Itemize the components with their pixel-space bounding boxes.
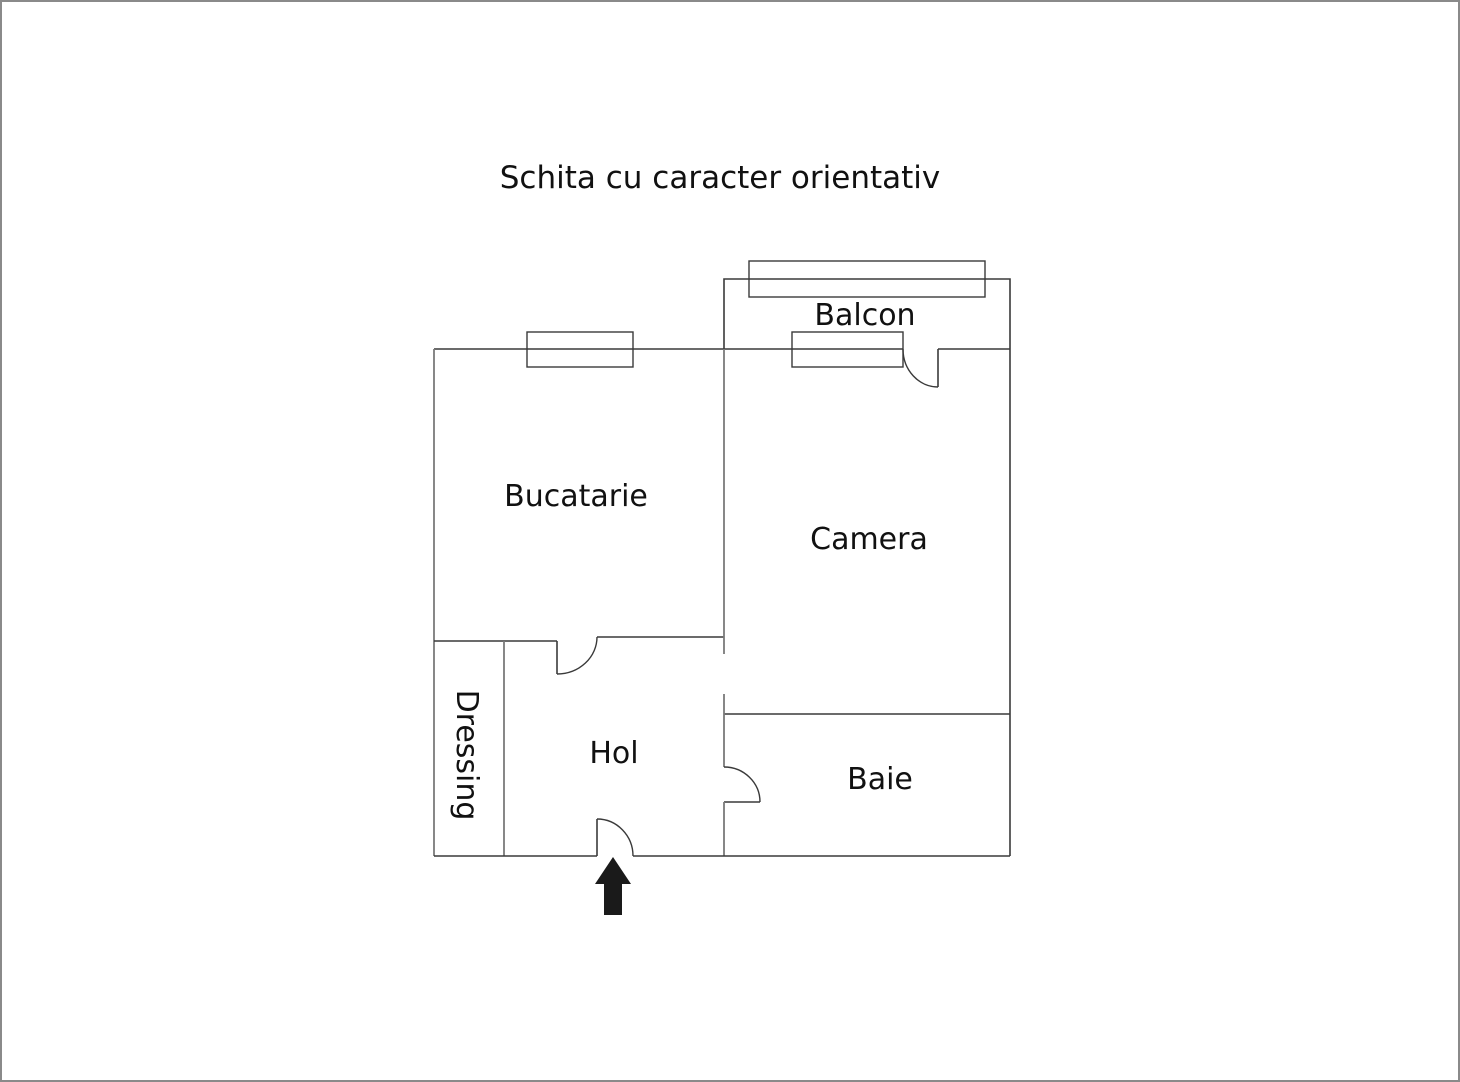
balcony-wall — [723, 278, 1011, 349]
room-label-baie: Baie — [847, 762, 913, 797]
entrance-door-swing — [596, 818, 634, 857]
room-label-dressing: Dressing — [449, 690, 484, 821]
bath-door-swing — [723, 766, 761, 803]
entrance-arrow-icon — [595, 857, 631, 915]
balcony-window — [748, 260, 986, 298]
room-bucatarie: Bucatarie — [433, 331, 724, 856]
room-label-hol: Hol — [589, 736, 638, 771]
room-label-bucatarie: Bucatarie — [504, 479, 648, 514]
balcony-door-swing — [902, 348, 939, 388]
room-baie: Baie — [847, 762, 913, 797]
room-label-camera: Camera — [810, 522, 928, 557]
room-label-balcon: Balcon — [814, 298, 915, 333]
plan-title: Schita cu caracter orientativ — [500, 160, 941, 196]
room-hol: Hol — [434, 694, 1010, 857]
kitchen-window — [526, 331, 634, 368]
room-dressing: Dressing — [449, 641, 505, 856]
kitchen-door-swing — [556, 636, 598, 675]
balcony: Balcon — [723, 260, 1011, 349]
room-camera: Camera — [723, 331, 1011, 856]
